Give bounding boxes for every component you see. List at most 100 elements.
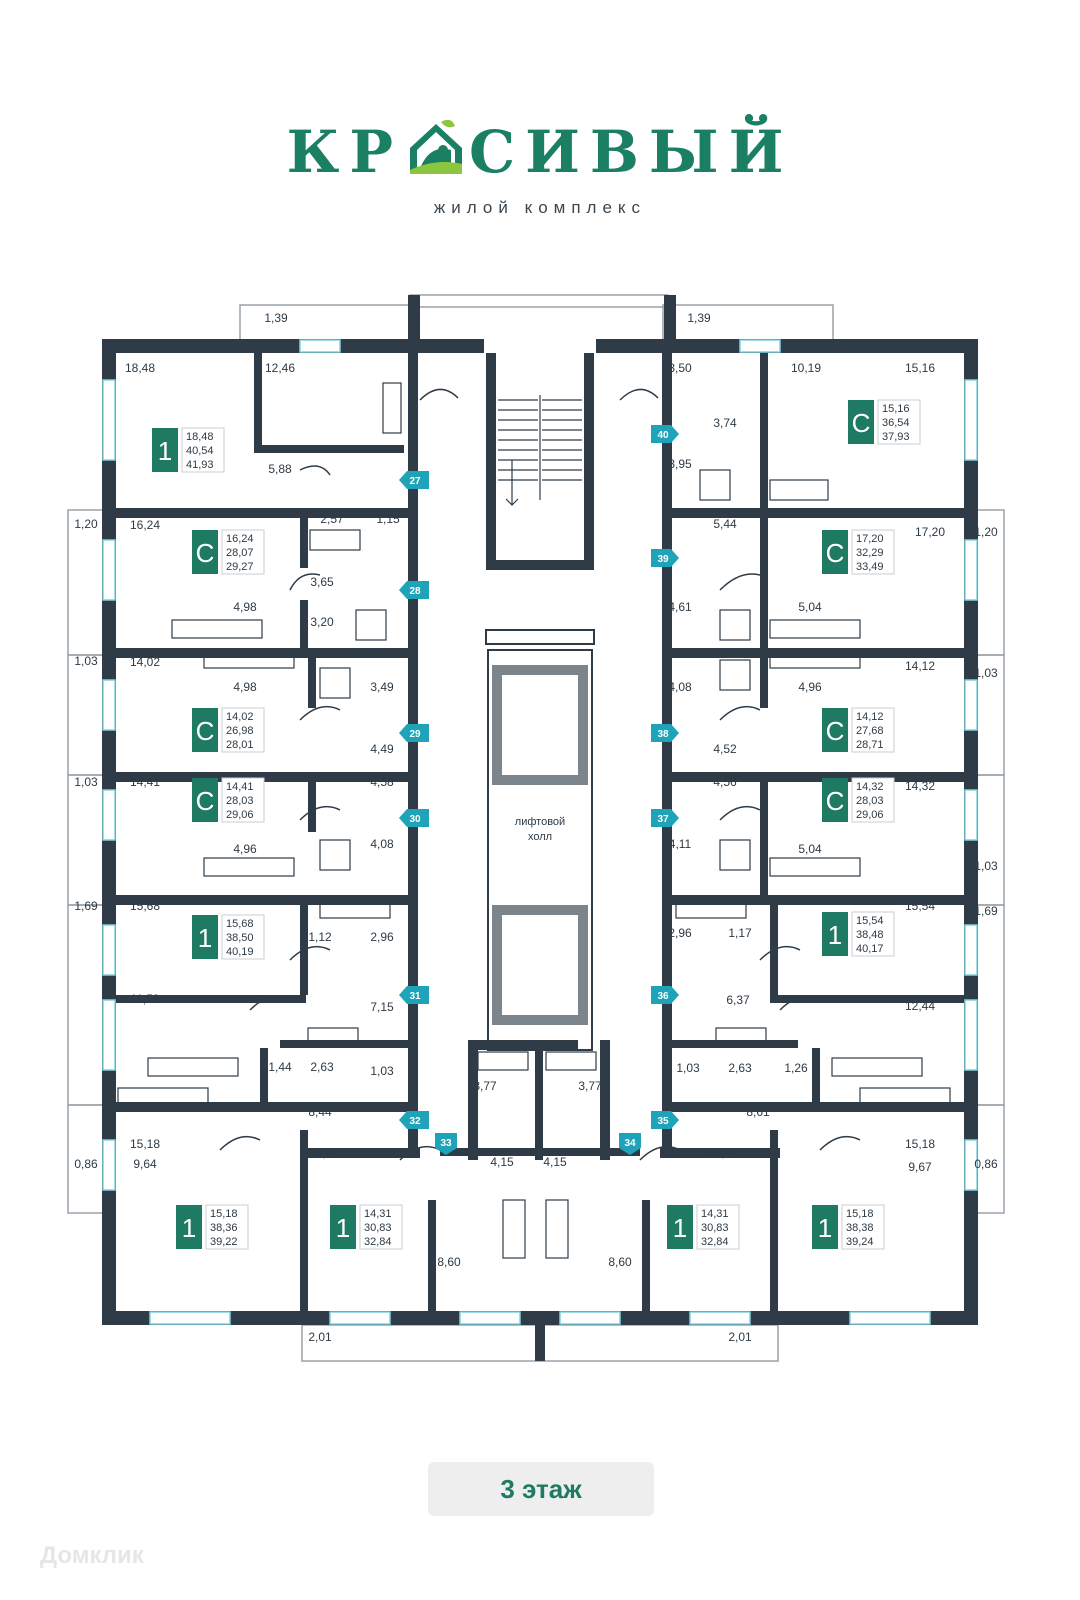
- apartment-area-box: [851, 911, 895, 957]
- apartment-number-marker[interactable]: 30: [399, 809, 429, 827]
- room-area-label: 4,96: [233, 842, 257, 856]
- apartment-living-area: 14,31: [364, 1208, 392, 1220]
- room-area-label: 3,20: [310, 615, 334, 629]
- apartment-number-marker[interactable]: 34: [619, 1133, 641, 1155]
- balcony-area-label: 1,69: [74, 899, 98, 913]
- apartment-area-box: [851, 707, 895, 753]
- apartment-living-area: 15,54: [856, 915, 884, 927]
- apartment-with-balcony-area: 28,71: [856, 739, 884, 751]
- apartment-type-badge: [822, 912, 848, 956]
- room-area-label: 14,31: [708, 1146, 738, 1160]
- room-area-label: 9,64: [133, 1157, 157, 1171]
- balcony-area-label: 0,86: [974, 1157, 998, 1171]
- apartment-total-area: 38,36: [210, 1222, 238, 1234]
- apartment-with-balcony-area: 32,84: [364, 1236, 392, 1248]
- apartment-type-label: С: [196, 716, 215, 746]
- apartment-area-box: [205, 1204, 249, 1250]
- apartment-number-marker[interactable]: 40: [651, 425, 679, 443]
- room-area-label: 4,96: [798, 680, 822, 694]
- balcony-area-label: 2,01: [308, 1330, 332, 1344]
- apartment-card[interactable]: 1 14,31 30,83 32,84: [330, 1204, 403, 1250]
- apartment-number: 27: [409, 476, 421, 487]
- room-area-label: 7,15: [370, 1000, 394, 1014]
- apartment-number-marker[interactable]: 27: [399, 471, 429, 489]
- room-area-label: 15,18: [905, 1137, 935, 1151]
- room-area-label: 4,98: [233, 680, 257, 694]
- apartment-number-marker[interactable]: 32: [399, 1111, 429, 1129]
- apartment-type-badge: [822, 530, 848, 574]
- apartment-number-marker[interactable]: 35: [651, 1111, 679, 1129]
- room-area-label: 3,49: [370, 680, 394, 694]
- apartment-number-marker[interactable]: 37: [651, 809, 679, 827]
- apartment-number-marker[interactable]: 39: [651, 549, 679, 567]
- room-area-label: 3,50: [668, 361, 692, 375]
- apartment-number-marker[interactable]: 31: [399, 986, 429, 1004]
- room-area-label: 1,26: [784, 1061, 808, 1075]
- room-area-label: 2,63: [310, 1060, 334, 1074]
- lift-hall-label: лифтовой: [515, 816, 565, 828]
- room-area-label: 9,67: [908, 1160, 932, 1174]
- apartment-type-label: С: [826, 786, 845, 816]
- room-area-label: 4,98: [233, 600, 257, 614]
- balcony-area-label: 1,03: [74, 654, 98, 668]
- logo-text-left: КР: [286, 118, 403, 186]
- room-area-label: 2,96: [668, 926, 692, 940]
- apartment-living-area: 16,24: [226, 533, 254, 545]
- apartment-number-marker[interactable]: 36: [651, 986, 679, 1004]
- room-area-label: 15,54: [905, 899, 935, 913]
- apartment-with-balcony-area: 39,24: [846, 1236, 874, 1248]
- room-area-label: 11,59: [130, 992, 159, 1006]
- apartment-total-area: 38,48: [856, 929, 884, 941]
- apartment-number: 39: [657, 554, 669, 565]
- apartment-number: 40: [657, 430, 669, 441]
- balcony-area-label: 1,03: [74, 775, 98, 789]
- apartment-number: 34: [624, 1138, 636, 1149]
- room-area-label: 4,08: [668, 680, 692, 694]
- apartment-number-marker[interactable]: 33: [435, 1133, 457, 1155]
- room-area-label: 1,15: [376, 512, 400, 526]
- room-area-label: 2,63: [728, 1061, 752, 1075]
- apartment-type-label: 1: [336, 1213, 350, 1243]
- apartment-total-area: 30,83: [364, 1222, 392, 1234]
- floor-selector-button[interactable]: 3 этаж: [428, 1462, 654, 1516]
- room-area-label: 3,95: [668, 457, 692, 471]
- room-area-label: 14,32: [905, 779, 935, 793]
- apartment-total-area: 26,98: [226, 725, 254, 737]
- marker-tag-shape: [435, 1133, 457, 1155]
- apartment-type-label: С: [826, 538, 845, 568]
- room-area-label: 4,11: [669, 837, 692, 851]
- apartment-with-balcony-area: 39,22: [210, 1236, 238, 1248]
- apartment-living-area: 18,48: [186, 431, 214, 443]
- apartment-area-box: [221, 529, 265, 575]
- apartment-number-marker[interactable]: 38: [651, 724, 679, 742]
- apartment-number-marker[interactable]: 29: [399, 724, 429, 742]
- watermark: Домклик: [40, 1542, 144, 1569]
- room-area-label: 4,49: [370, 742, 394, 756]
- balcony-area-label: 1,69: [974, 904, 998, 918]
- room-area-label: 8,60: [608, 1255, 632, 1269]
- apartment-number: 37: [657, 814, 669, 825]
- room-area-label: 4,61: [668, 600, 692, 614]
- room-area-label: 5,04: [798, 842, 822, 856]
- apartment-number-marker[interactable]: 28: [399, 581, 429, 599]
- apartment-living-area: 17,20: [856, 533, 884, 545]
- room-area-label: 3,74: [713, 416, 737, 430]
- room-area-label: 2,57: [320, 512, 344, 526]
- room-area-label: 16,24: [130, 518, 160, 532]
- balcony-area-label: 1,20: [974, 525, 998, 539]
- apartment-area-box: [181, 427, 225, 473]
- room-area-label: 1,12: [308, 930, 332, 944]
